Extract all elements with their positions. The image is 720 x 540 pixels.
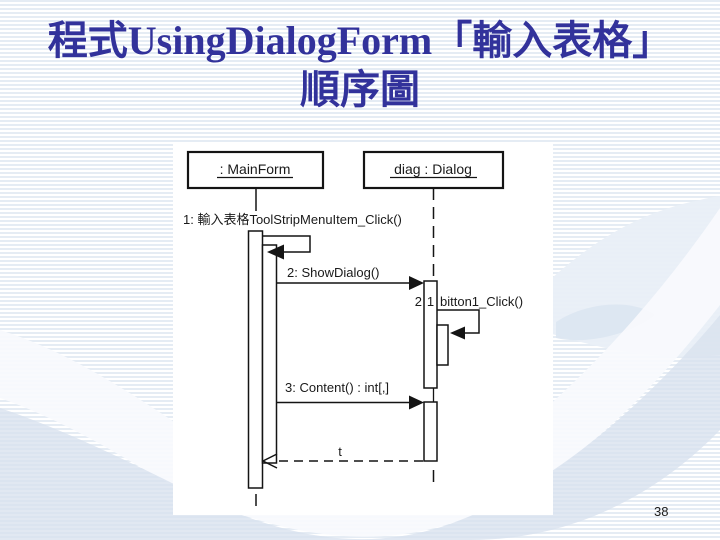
message-1-label: 1: 輸入表格ToolStripMenuItem_Click() — [183, 212, 402, 227]
activation-dialog-nested — [436, 324, 449, 366]
message-21-self-arrow — [437, 309, 480, 334]
message-1-self-arrow — [262, 235, 311, 253]
message-2-label: 2: ShowDialog() — [287, 265, 380, 280]
page-number: 38 — [654, 504, 669, 519]
activation-mainform-outer — [247, 230, 264, 489]
lifeline-header-dialog: diag : Dialog — [394, 161, 472, 177]
message-2-arrowhead-icon — [409, 276, 424, 290]
sequence-diagram: : MainForm diag : Dialog 1: 輸入表格ToolStri… — [183, 150, 523, 509]
message-21-label-mid: 1 — [427, 294, 434, 309]
activation-dialog-second — [423, 401, 438, 462]
slide-title-line2: 順序圖 — [300, 67, 420, 112]
activation-mainform-nested — [261, 244, 278, 464]
lifeline-box-mainform — [186, 150, 325, 190]
lifeline-header-mainform: : MainForm — [220, 161, 291, 177]
slide-title-line1: 程式UsingDialogForm「輸入表格」 — [47, 18, 673, 63]
lifeline-box-dialog — [362, 150, 505, 190]
message-3-arrowhead-icon — [409, 395, 424, 410]
wave-cloud-patch — [556, 304, 655, 341]
diagram-panel: : MainForm diag : Dialog 1: 輸入表格ToolStri… — [173, 143, 553, 515]
message-21-label-left: 2 — [415, 294, 422, 309]
message-3-label: 3: Content() : int[,] — [285, 380, 389, 395]
message-21-label-right: bitton1_Click() — [440, 294, 523, 309]
return-arrowhead-icon — [261, 453, 278, 469]
slide-title: 程式UsingDialogForm「輸入表格」 順序圖 — [0, 16, 720, 114]
message-21-arrowhead-icon — [450, 326, 465, 340]
return-message-label: t — [338, 444, 342, 459]
message-1-arrowhead-icon — [267, 244, 284, 260]
